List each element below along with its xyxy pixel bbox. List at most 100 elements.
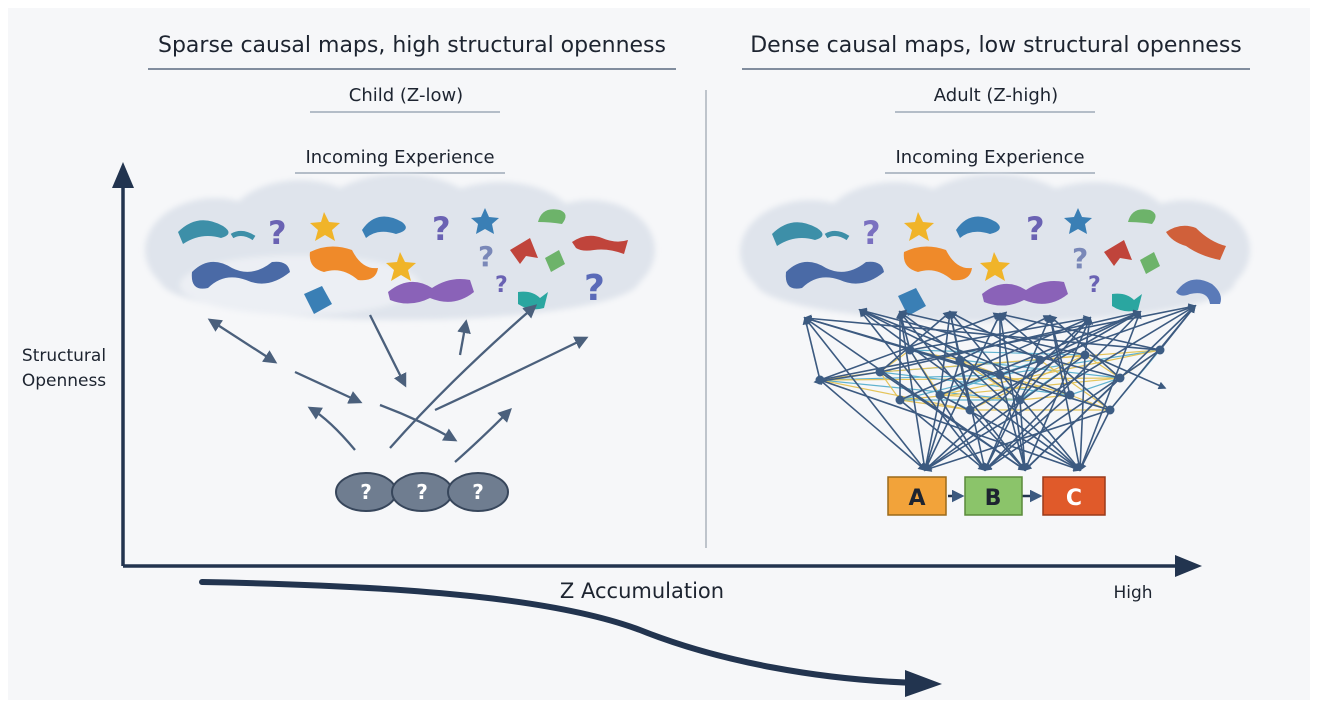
wave-shape-icon bbox=[388, 279, 474, 304]
left-panel-title: Sparse causal maps, high structural open… bbox=[158, 33, 666, 58]
network-edge bbox=[923, 354, 1086, 471]
network-edge bbox=[1048, 314, 1121, 379]
network-edge bbox=[984, 359, 1041, 472]
network-node bbox=[895, 395, 905, 405]
y-axis-label-line2: Openness bbox=[22, 371, 106, 391]
network-node bbox=[965, 405, 975, 415]
network-edge bbox=[1089, 354, 1167, 390]
network-edge bbox=[813, 371, 881, 385]
network-edge bbox=[879, 371, 1027, 471]
question-node-label: ? bbox=[416, 480, 428, 504]
causal-box-c bbox=[1042, 476, 1106, 516]
sparse-arrow bbox=[389, 304, 538, 449]
network-edge bbox=[959, 315, 1052, 361]
question-node-chain: ? ? ? bbox=[335, 472, 509, 512]
x-axis-arrowhead bbox=[1175, 555, 1202, 577]
question-node bbox=[447, 472, 509, 512]
network-edge bbox=[858, 309, 1081, 471]
star-icon bbox=[904, 212, 934, 241]
network-edge bbox=[909, 349, 1086, 356]
network-edge bbox=[802, 316, 821, 381]
blob-shape-icon bbox=[538, 209, 566, 224]
star-icon bbox=[980, 252, 1010, 281]
network-node bbox=[1155, 345, 1165, 355]
left-panel: Sparse causal maps, high structural open… bbox=[145, 33, 676, 512]
arrow-shape-icon bbox=[1104, 240, 1132, 266]
right-panel-title: Dense causal maps, low structural openne… bbox=[750, 33, 1242, 58]
star-icon bbox=[1064, 208, 1092, 234]
left-experience-cloud: ? ? ? ? ? bbox=[145, 174, 655, 320]
star-icon bbox=[310, 212, 340, 241]
network-edge bbox=[1023, 377, 1121, 472]
blob-shape-icon bbox=[178, 220, 229, 244]
squiggle-icon bbox=[230, 230, 256, 241]
sparse-arrow bbox=[368, 314, 407, 388]
causal-box-b bbox=[964, 476, 1023, 516]
right-experience-cloud: ? ? ? ? bbox=[740, 174, 1250, 322]
blob-shape-icon bbox=[903, 246, 972, 281]
x-axis-end-label: High bbox=[1113, 583, 1152, 603]
network-edge bbox=[819, 377, 1121, 381]
star-icon bbox=[386, 252, 416, 281]
network-edge bbox=[858, 307, 1121, 379]
network-edge bbox=[899, 399, 987, 472]
wave-shape-icon bbox=[785, 261, 884, 289]
network-edge bbox=[999, 374, 1028, 472]
network-edge bbox=[819, 379, 1021, 401]
network-edge bbox=[1039, 311, 1142, 361]
dense-causal-network bbox=[802, 303, 1197, 472]
blob-shape-icon bbox=[362, 216, 406, 238]
network-edge bbox=[858, 308, 1071, 396]
network-edge bbox=[922, 394, 941, 472]
blob-shape-icon bbox=[1112, 293, 1142, 312]
decline-trend-arrow bbox=[199, 579, 921, 686]
star-icon bbox=[471, 208, 499, 234]
diamond-shape-icon bbox=[898, 288, 926, 316]
blob-shape-icon bbox=[572, 235, 628, 254]
network-edge bbox=[1109, 304, 1197, 411]
arch-shape-icon bbox=[1176, 279, 1221, 304]
right-panel: Dense causal maps, low structural openne… bbox=[740, 33, 1250, 516]
question-mark-icon: ? bbox=[1026, 210, 1045, 248]
y-axis-arrowhead bbox=[112, 162, 134, 188]
axes: Structural Openness Z Accumulation High bbox=[22, 162, 1202, 697]
blob-shape-icon bbox=[1128, 209, 1156, 224]
x-axis-label: Z Accumulation bbox=[560, 579, 724, 603]
diamond-shape-icon bbox=[304, 286, 332, 314]
wave-shape-icon bbox=[191, 261, 290, 289]
sparse-arrow bbox=[294, 370, 363, 404]
blob-shape-icon bbox=[1166, 225, 1226, 260]
question-mark-icon: ? bbox=[1072, 242, 1088, 275]
decline-trend-arrowhead bbox=[905, 670, 942, 697]
network-edge bbox=[804, 316, 926, 471]
network-edge bbox=[803, 316, 1111, 411]
network-edge bbox=[923, 409, 1111, 472]
network-edge bbox=[983, 394, 1071, 472]
network-edge bbox=[939, 394, 1082, 471]
network-node bbox=[1035, 355, 1045, 365]
network-node bbox=[955, 355, 965, 365]
network-edge bbox=[969, 409, 1027, 472]
network-edge bbox=[969, 311, 1142, 411]
network-edge bbox=[959, 359, 1082, 472]
blob-shape-icon bbox=[956, 216, 1000, 238]
y-axis-label-line1: Structural bbox=[22, 346, 106, 366]
network-edge bbox=[879, 310, 952, 373]
arrow-shape-icon bbox=[510, 238, 538, 264]
network-edge bbox=[1084, 354, 1121, 379]
network-node bbox=[1080, 350, 1090, 360]
network-edge bbox=[1019, 399, 1029, 472]
network-edge bbox=[1069, 377, 1121, 396]
sparse-arrow bbox=[434, 336, 589, 412]
network-edge bbox=[939, 310, 1142, 396]
sparse-arrow bbox=[457, 319, 471, 356]
network-edge bbox=[998, 312, 1111, 411]
network-edge bbox=[899, 316, 1092, 401]
network-edge bbox=[984, 310, 1142, 471]
network-edge bbox=[819, 379, 927, 472]
network-node bbox=[1115, 373, 1125, 383]
blob-shape-icon bbox=[309, 246, 378, 281]
question-mark-icon: ? bbox=[584, 268, 605, 309]
question-node-label: ? bbox=[360, 480, 372, 504]
